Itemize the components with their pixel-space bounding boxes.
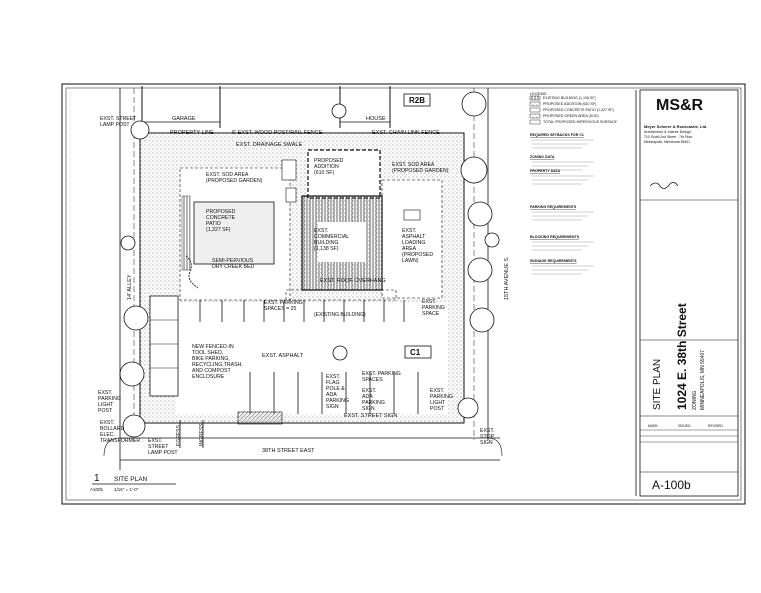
- ingress-label: INGRESS: [199, 423, 205, 446]
- zone-c1-label: C1: [410, 348, 421, 357]
- roof-overhang-label: EXST. ROOF OVERHANG: [320, 278, 386, 284]
- legend-section-heading: ZONING DATA: [530, 155, 555, 159]
- wood-fence-label: 6' EXST. WOOD POST/RAIL FENCE: [232, 130, 323, 136]
- zone-r2b-label: R2B: [409, 96, 425, 105]
- legend-item-label: TOTAL PROPOSED IMPERVIOUS SURFACE: [543, 120, 618, 124]
- elec-transformer-label: ELEC.TRANSFORMER: [100, 432, 140, 444]
- firm-city: Minneapolis, Minnesota 55401: [644, 140, 690, 144]
- project-city: MINNEAPOLIS, MN 55407: [700, 350, 706, 410]
- legend-swatch: [529, 95, 541, 101]
- legend-section-heading: BLOCKING REQUIREMENTS: [530, 235, 580, 239]
- signature-mark: [649, 182, 679, 189]
- firm-name: Meyer Scherer & Rockcastle, Ltd.: [644, 124, 707, 129]
- proposed-patio: [193, 201, 275, 265]
- bollard-label: EXST.BOLLARD: [100, 420, 124, 432]
- asphalt-label: EXST. ASPHALT: [262, 353, 304, 359]
- section-marker-icon: [120, 103, 500, 361]
- legend-item-label: PROPOSED CONCRETE PATIO (1,327 SF): [543, 108, 614, 112]
- legend-swatch: [529, 101, 541, 107]
- sod-right-label: EXST. SOD AREA(PROPOSED GARDEN): [392, 162, 449, 174]
- project-address: 1024 E. 38th Street: [675, 303, 689, 410]
- legend-item-label: EXISTING BUILDING (1,138 SF): [543, 96, 596, 100]
- drainage-swale-label: EXST. DRAINAGE SWALE: [236, 142, 302, 148]
- firm-address: 710 South 2nd Street · 7th Floor: [644, 135, 693, 139]
- street-name-label: 38TH STREET EAST: [262, 448, 315, 454]
- legend-section-heading: SIGNAGE REQUIREMENTS: [530, 259, 577, 263]
- legend-section-heading: REQUIRED SETBACKS FOR C1: [530, 133, 584, 137]
- title-block: [639, 89, 739, 497]
- existing-building-label: (EXISTING BUILDING): [314, 312, 366, 318]
- legend-item-label: PROPOSED GREEN AREA (SOD): [543, 114, 599, 118]
- plan-ref: A100b: [90, 487, 104, 492]
- dry-creek-bed: [185, 255, 199, 289]
- legend-heading: LEGEND: [530, 91, 547, 96]
- sod-left-label: EXST. SOD AREA(PROPOSED GARDEN): [206, 172, 263, 184]
- parking-lot: [176, 302, 448, 414]
- chain-fence-label: EXST. CHAIN LINK FENCE: [372, 130, 440, 136]
- sheet-number: A-100b: [652, 478, 691, 492]
- sheet-border: [61, 83, 746, 505]
- property-line-label: PROPERTY LINE: [170, 130, 214, 136]
- proposed-addition: [307, 149, 381, 199]
- parking-stripes: [199, 300, 419, 414]
- legend-swatch: [529, 107, 541, 113]
- alley-label: 14' ALLEY: [127, 274, 133, 300]
- legend-section-heading: PARKING REQUIREMENTS: [530, 205, 577, 209]
- firm-sub: Architecture & Interior Design: [644, 130, 691, 134]
- garage-label: GARAGE: [172, 116, 196, 122]
- revision-header-cell: MARK: [648, 424, 659, 428]
- legend-swatch: [529, 113, 541, 119]
- legend-section-heading: PROPERTY DATA: [530, 169, 561, 173]
- plan-scale: 1/16" = 1'-0": [114, 487, 139, 492]
- legend-item-label: PROPOSED ADDITION (610 SF): [543, 102, 596, 106]
- revision-header-cell: REVISED: [708, 424, 723, 428]
- tree-icon: [119, 91, 495, 438]
- roof-overhang: [285, 289, 397, 301]
- plan-number: 1: [94, 473, 100, 484]
- plan-title: SITE PLAN: [114, 476, 148, 483]
- egress-label: EGRESS: [176, 424, 182, 446]
- street-sign-label: EXST. STREET SIGN: [344, 413, 397, 419]
- avenue-label: 15TH AVENUE S.: [504, 256, 510, 300]
- legend-swatch: [529, 119, 541, 125]
- revision-header-cell: ISSUED: [678, 424, 691, 428]
- house-label: HOUSE: [366, 116, 386, 122]
- sheet-title: SITE PLAN: [652, 359, 663, 410]
- tool-shed-enclosure: [149, 295, 179, 397]
- project-sub: ZONING: [692, 390, 698, 410]
- firm-logo: MS&R: [656, 97, 704, 114]
